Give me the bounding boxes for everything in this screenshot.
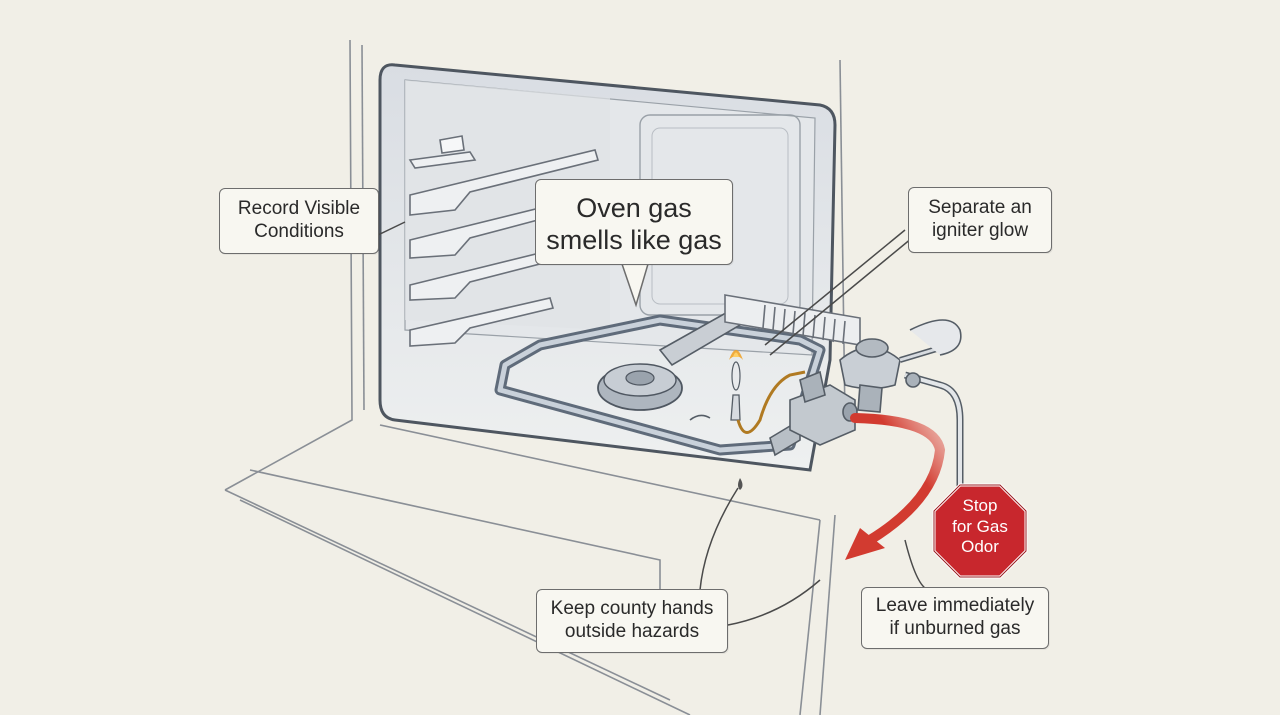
stop-sign-text: Stop for Gas Odor: [932, 496, 1028, 558]
callout-line: Leave immediately: [875, 595, 1035, 616]
callout-record-conditions: Record Visible Conditions: [219, 188, 379, 254]
oven-body: [224, 39, 846, 715]
callout-line: if unburned gas: [889, 617, 1021, 639]
gas-droplet: [738, 478, 743, 490]
title-line: Oven gas: [576, 193, 692, 223]
callout-line: Keep county hands: [550, 598, 714, 619]
oven-cavity: [378, 63, 837, 472]
igniter: [729, 350, 806, 434]
callout-line: Record Visible: [237, 198, 361, 219]
stop-line: for Gas: [952, 516, 1008, 536]
burner-tube: [494, 314, 826, 456]
callout-line: Conditions: [254, 220, 344, 242]
callout-keep-hands-outside: Keep county hands outside hazards: [536, 589, 728, 653]
stop-line: Odor: [961, 537, 999, 557]
title-callout-tail: [621, 263, 649, 308]
gas-flow-arrow: [845, 413, 946, 560]
title-line: smells like gas: [546, 225, 722, 256]
callout-line: igniter glow: [931, 219, 1029, 241]
callout-leave-immediately: Leave immediately if unburned gas: [861, 587, 1049, 649]
callout-igniter-glow: Separate an igniter glow: [908, 187, 1052, 253]
stop-line: Stop: [962, 496, 998, 515]
leader-lines: [377, 221, 926, 626]
stop-sign-icon: [932, 483, 1028, 579]
gas-valve-assembly: [769, 319, 964, 520]
callout-line: Separate an: [928, 197, 1032, 218]
callout-line: outside hazards: [564, 620, 700, 642]
title-callout: Oven gas smells like gas: [535, 179, 733, 265]
